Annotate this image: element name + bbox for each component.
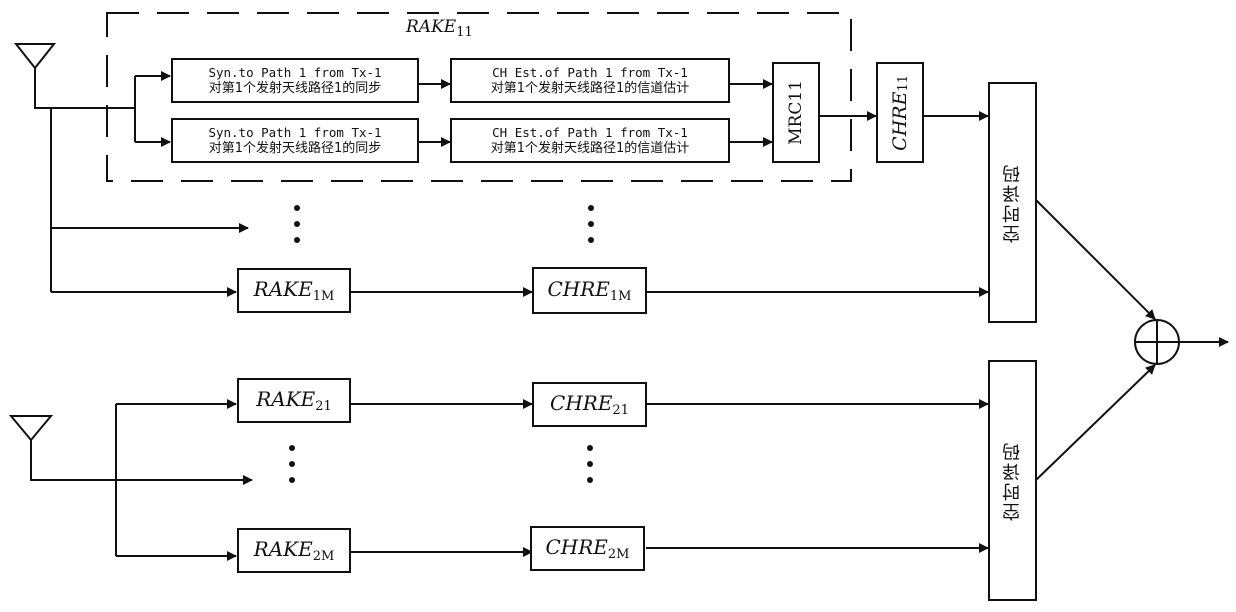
sync-block-2-line2: 对第1个发射天线路径1的同步 <box>208 140 382 156</box>
stbc-decoder-2-label: 空时译码 <box>1001 440 1023 521</box>
rake2m-block[interactable]: RAKE2M <box>237 528 351 573</box>
sync-block-1-line2: 对第1个发射天线路径1的同步 <box>208 80 382 96</box>
chre2m-label-main: CHRE <box>545 535 608 559</box>
chre1m-label-sub: 1M <box>609 289 632 304</box>
ellipsis-dots-3 <box>289 445 295 493</box>
sync-block-2[interactable]: Syn.to Path 1 from Tx-1 对第1个发射天线路径1的同步 <box>171 118 419 163</box>
sync-block-1-line1: Syn.to Path 1 from Tx-1 <box>208 64 382 80</box>
chre21-block[interactable]: CHRE21 <box>532 382 647 427</box>
ellipsis-dots-2 <box>588 205 594 253</box>
rake21-block[interactable]: RAKE21 <box>237 378 351 423</box>
rake1m-block[interactable]: RAKE1M <box>237 268 351 313</box>
rake11-group-border <box>106 12 852 182</box>
antenna-2-icon <box>8 415 54 442</box>
rake21-label-main: RAKE <box>256 387 316 411</box>
chre1m-block[interactable]: CHRE1M <box>532 267 647 314</box>
rake11-group-label: RAKE11 <box>406 17 473 40</box>
chest-block-2-line1: CH Est.of Path 1 from Tx-1 <box>492 124 688 140</box>
chre11-block[interactable]: CHRE11 <box>876 62 924 163</box>
chre1m-label-main: CHRE <box>547 277 610 301</box>
sync-block-2-line1: Syn.to Path 1 from Tx-1 <box>208 124 382 140</box>
mrc11-label: MRC11 <box>786 80 806 145</box>
chre21-label-sub: 21 <box>612 403 629 418</box>
rake2m-label-main: RAKE <box>253 537 313 561</box>
chest-block-2-line2: 对第1个发射天线路径1的信道估计 <box>490 140 690 156</box>
chest-block-1[interactable]: CH Est.of Path 1 from Tx-1 对第1个发射天线路径1的信… <box>450 58 730 103</box>
chre11-label-main: CHRE <box>889 91 911 151</box>
rake21-label-sub: 21 <box>315 399 332 414</box>
stbc-decoder-2[interactable]: 空时译码 <box>988 360 1037 601</box>
chre2m-label-sub: 2M <box>607 547 630 562</box>
rake11-label-sub: 11 <box>456 25 473 40</box>
stbc-decoder-1[interactable]: 空时译码 <box>988 82 1037 323</box>
ellipsis-dots-4 <box>587 445 593 493</box>
rake2m-label-sub: 2M <box>312 549 335 564</box>
chest-block-2[interactable]: CH Est.of Path 1 from Tx-1 对第1个发射天线路径1的信… <box>450 118 730 163</box>
chest-block-1-line2: 对第1个发射天线路径1的信道估计 <box>490 80 690 96</box>
chre11-label: CHRE11 <box>889 75 911 151</box>
ellipsis-dots-1 <box>294 205 300 253</box>
mrc11-block[interactable]: MRC11 <box>772 62 820 163</box>
antenna-1-icon <box>13 43 57 70</box>
chre11-label-sub: 11 <box>896 74 911 92</box>
chre2m-block[interactable]: CHRE2M <box>530 526 645 571</box>
stbc-decoder-1-label: 空时译码 <box>1001 162 1023 243</box>
chest-block-1-line1: CH Est.of Path 1 from Tx-1 <box>492 64 688 80</box>
rake1m-label-sub: 1M <box>312 289 335 304</box>
rake11-label-main: RAKE <box>406 17 457 37</box>
sync-block-1[interactable]: Syn.to Path 1 from Tx-1 对第1个发射天线路径1的同步 <box>171 58 419 103</box>
chre21-label-main: CHRE <box>550 391 613 415</box>
rake1m-label-main: RAKE <box>253 277 313 301</box>
